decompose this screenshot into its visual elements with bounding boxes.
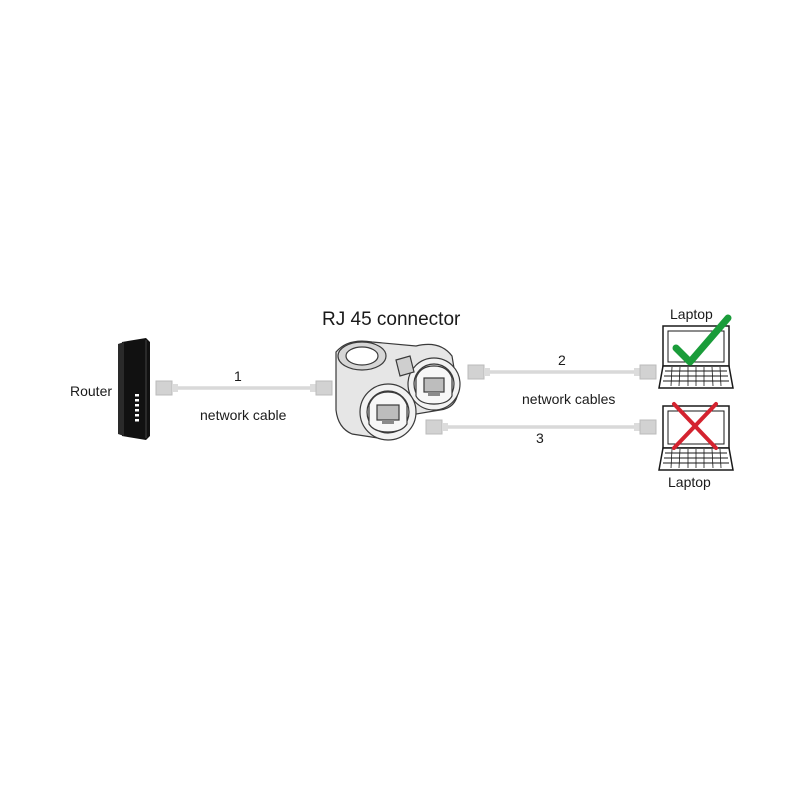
rj45-plug	[425, 419, 443, 435]
laptop-1-icon	[658, 314, 734, 389]
rj45-plug	[639, 419, 657, 435]
check-mark-icon	[672, 314, 732, 366]
network-cable-2	[467, 364, 657, 380]
rj45-plug	[639, 364, 657, 380]
rj45-plug	[315, 380, 333, 396]
cable-3-number: 3	[536, 430, 544, 446]
cable-1-label: network cable	[200, 407, 287, 423]
cables-group-label: network cables	[522, 391, 616, 407]
laptop-1-label: Laptop	[670, 306, 713, 322]
diagram-title: RJ 45 connector	[322, 309, 461, 330]
router-status-lights	[135, 394, 139, 422]
router-label: Router	[70, 383, 113, 399]
rj45-plug	[155, 380, 173, 396]
laptop-2-label: Laptop	[668, 474, 711, 490]
rj45-plug	[467, 364, 485, 380]
network-cable-1	[155, 380, 333, 396]
laptop-2-icon	[658, 402, 734, 471]
cable-1-number: 1	[234, 368, 242, 384]
rj45-splitter-icon	[335, 340, 461, 441]
router-icon	[118, 338, 150, 440]
cross-mark-icon	[672, 402, 718, 450]
network-cable-3	[425, 419, 657, 435]
cable-2-number: 2	[558, 352, 566, 368]
